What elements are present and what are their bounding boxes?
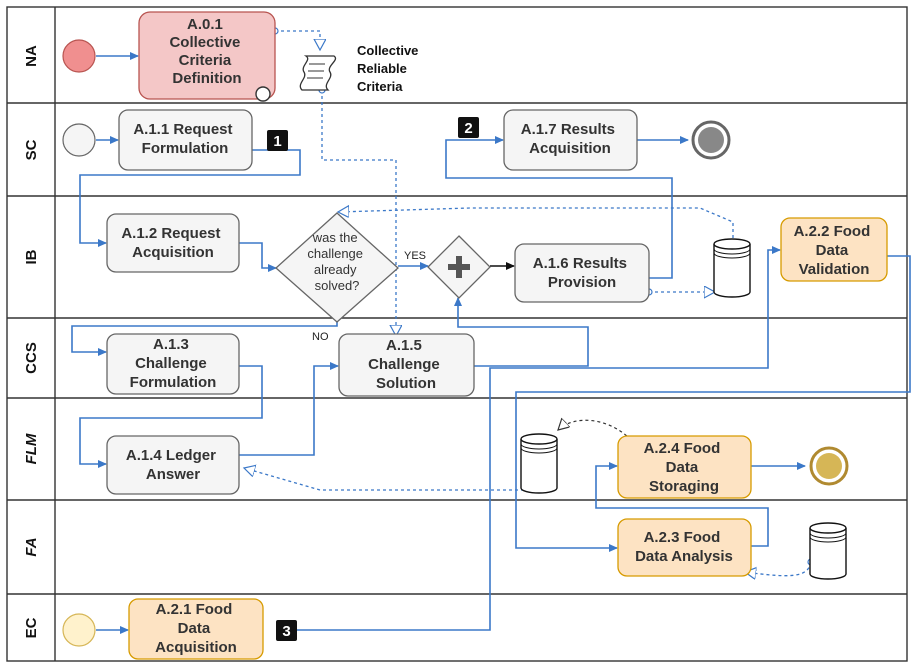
- lane-label-flm: FLM: [23, 433, 40, 464]
- start-event-na: [62, 39, 96, 73]
- task-a22-line3: Validation: [799, 261, 870, 278]
- task-a01-line1: A.0.1: [187, 16, 223, 33]
- svg-text:was the challenge: was the challenge already solved?: [307, 230, 366, 293]
- task-a01: A.0.1 Collective Criteria Definition: [138, 11, 276, 102]
- task-a01-line4: Definition: [172, 70, 241, 87]
- task-a14-line1: A.1.4 Ledger: [126, 447, 216, 464]
- lane-label-sc: SC: [23, 139, 40, 160]
- task-a22: A.2.2 Food Data Validation: [780, 217, 888, 282]
- annotation-line1: Collective: [357, 43, 418, 58]
- task-a13-line1: A.1.3: [153, 336, 189, 353]
- task-a24: A.2.4 Food Data Storaging: [617, 435, 752, 499]
- task-a24-line3: Storaging: [649, 478, 719, 495]
- task-a23: A.2.3 Food Data Analysis: [617, 518, 752, 577]
- task-a21-line1: A.2.1 Food: [156, 601, 233, 618]
- svg-text:A.0.1 Collective C: A.0.1 Collective Criteria Definition: [169, 16, 244, 87]
- svg-text:2: 2: [464, 120, 472, 137]
- task-a12-line1: A.1.2 Request: [121, 225, 220, 242]
- task-a17: A.1.7 Results Acquisition: [503, 109, 638, 171]
- end-event-sc: [691, 120, 731, 160]
- annotation-line2: Reliable: [357, 61, 407, 76]
- task-a23-line1: A.2.3 Food: [644, 529, 721, 546]
- task-a12: A.1.2 Request Acquisition: [106, 213, 240, 273]
- end-event-flm: [809, 446, 849, 486]
- scroll-icon: [299, 55, 337, 91]
- svg-text:A.2.3 Food Data Analysis: A.2.3 Food Data Analysis: [635, 529, 733, 565]
- lane-label-na: NA: [23, 45, 40, 67]
- svg-text:A.1.7 Results Acquisitio: A.1.7 Results Acquisition: [521, 121, 619, 157]
- task-a11: A.1.1 Request Formulation: [118, 109, 253, 171]
- lane-label-ccs: CCS: [23, 342, 40, 374]
- task-a15-line1: A.1.5: [386, 337, 422, 354]
- task-a16-line2: Provision: [548, 274, 616, 291]
- gateway-question-line2: challenge: [307, 246, 363, 261]
- gateway-no-label: NO: [312, 331, 329, 343]
- svg-text:1: 1: [273, 133, 281, 150]
- svg-text:A.1.1 Request Formulatio: A.1.1 Request Formulation: [133, 121, 236, 157]
- svg-text:A.1.6 Results Provision: A.1.6 Results Provision: [533, 255, 631, 291]
- task-a21-line2: Data: [178, 620, 211, 637]
- task-a16-line1: A.1.6 Results: [533, 255, 627, 272]
- task-a22-line1: A.2.2 Food: [794, 223, 871, 240]
- gateway-question-line1: was the: [312, 230, 358, 245]
- lane-label-ec: EC: [23, 617, 40, 638]
- task-a15-line2: Challenge: [368, 356, 440, 373]
- task-a11-line1: A.1.1 Request: [133, 121, 232, 138]
- svg-text:3: 3: [282, 623, 290, 640]
- task-a01-line2: Collective: [169, 34, 240, 51]
- svg-text:A.1.3 Challenge Fo: A.1.3 Challenge Formulation: [130, 336, 217, 391]
- data-store-fa: [809, 522, 847, 580]
- data-store-ib: [713, 238, 751, 298]
- annotation-text: Collective Reliable Criteria: [357, 43, 422, 94]
- associations: [244, 31, 811, 576]
- badge-2: 2: [458, 117, 479, 138]
- svg-text:A.2.1 Food Data Ac: A.2.1 Food Data Acquisition: [155, 601, 237, 656]
- svg-text:A.2.4 Food Data St: A.2.4 Food Data Storaging: [644, 440, 725, 495]
- task-a16: A.1.6 Results Provision: [514, 243, 650, 303]
- task-a21-line3: Acquisition: [155, 639, 237, 656]
- task-a15-line3: Solution: [376, 375, 436, 392]
- svg-text:A.1.2 Request Acquisitio: A.1.2 Request Acquisition: [121, 225, 224, 261]
- gateway-question-line3: already: [314, 262, 357, 277]
- exclusive-gateway: was the challenge already solved?: [275, 212, 399, 323]
- task-a13-line3: Formulation: [130, 374, 217, 391]
- plus-icon-v: [456, 256, 462, 278]
- task-a12-line2: Acquisition: [132, 244, 214, 261]
- task-a21: A.2.1 Food Data Acquisition: [128, 598, 264, 660]
- task-a22-line2: Data: [816, 242, 849, 259]
- lane-label-fa: FA: [23, 537, 40, 556]
- gateway-yes-label: YES: [404, 250, 426, 262]
- lane-label-ib: IB: [23, 249, 40, 264]
- task-a24-line1: A.2.4 Food: [644, 440, 721, 457]
- svg-text:A.1.5 Challenge So: A.1.5 Challenge Solution: [368, 337, 444, 392]
- task-a13: A.1.3 Challenge Formulation: [106, 333, 240, 395]
- task-a17-line1: A.1.7 Results: [521, 121, 615, 138]
- start-event-ec: [62, 613, 96, 647]
- annotation-line3: Criteria: [357, 79, 403, 94]
- task-a23-line2: Data Analysis: [635, 548, 733, 565]
- gateway-question-line4: solved?: [315, 278, 360, 293]
- badge-3: 3: [276, 620, 297, 641]
- svg-text:A.1.4 Ledger Answer: A.1.4 Ledger Answer: [126, 447, 220, 483]
- task-a24-line2: Data: [666, 459, 699, 476]
- task-a14-line2: Answer: [146, 466, 200, 483]
- task-a11-line2: Formulation: [142, 140, 229, 157]
- task-a17-line2: Acquisition: [529, 140, 611, 157]
- svg-text:A.2.2 Food Data Va: A.2.2 Food Data Validation: [794, 223, 875, 278]
- task-a14: A.1.4 Ledger Answer: [106, 435, 240, 495]
- lane-labels: NA SC IB CCS FLM FA EC: [23, 45, 40, 638]
- task-a13-line2: Challenge: [135, 355, 207, 372]
- data-store-flm: [520, 433, 558, 494]
- task-a15: A.1.5 Challenge Solution: [338, 333, 475, 397]
- sequence-flows: [71, 52, 911, 634]
- start-event-sc: [62, 123, 96, 157]
- task-a01-line3: Criteria: [179, 52, 232, 69]
- badge-1: 1: [267, 130, 288, 151]
- parallel-gateway: [427, 235, 491, 299]
